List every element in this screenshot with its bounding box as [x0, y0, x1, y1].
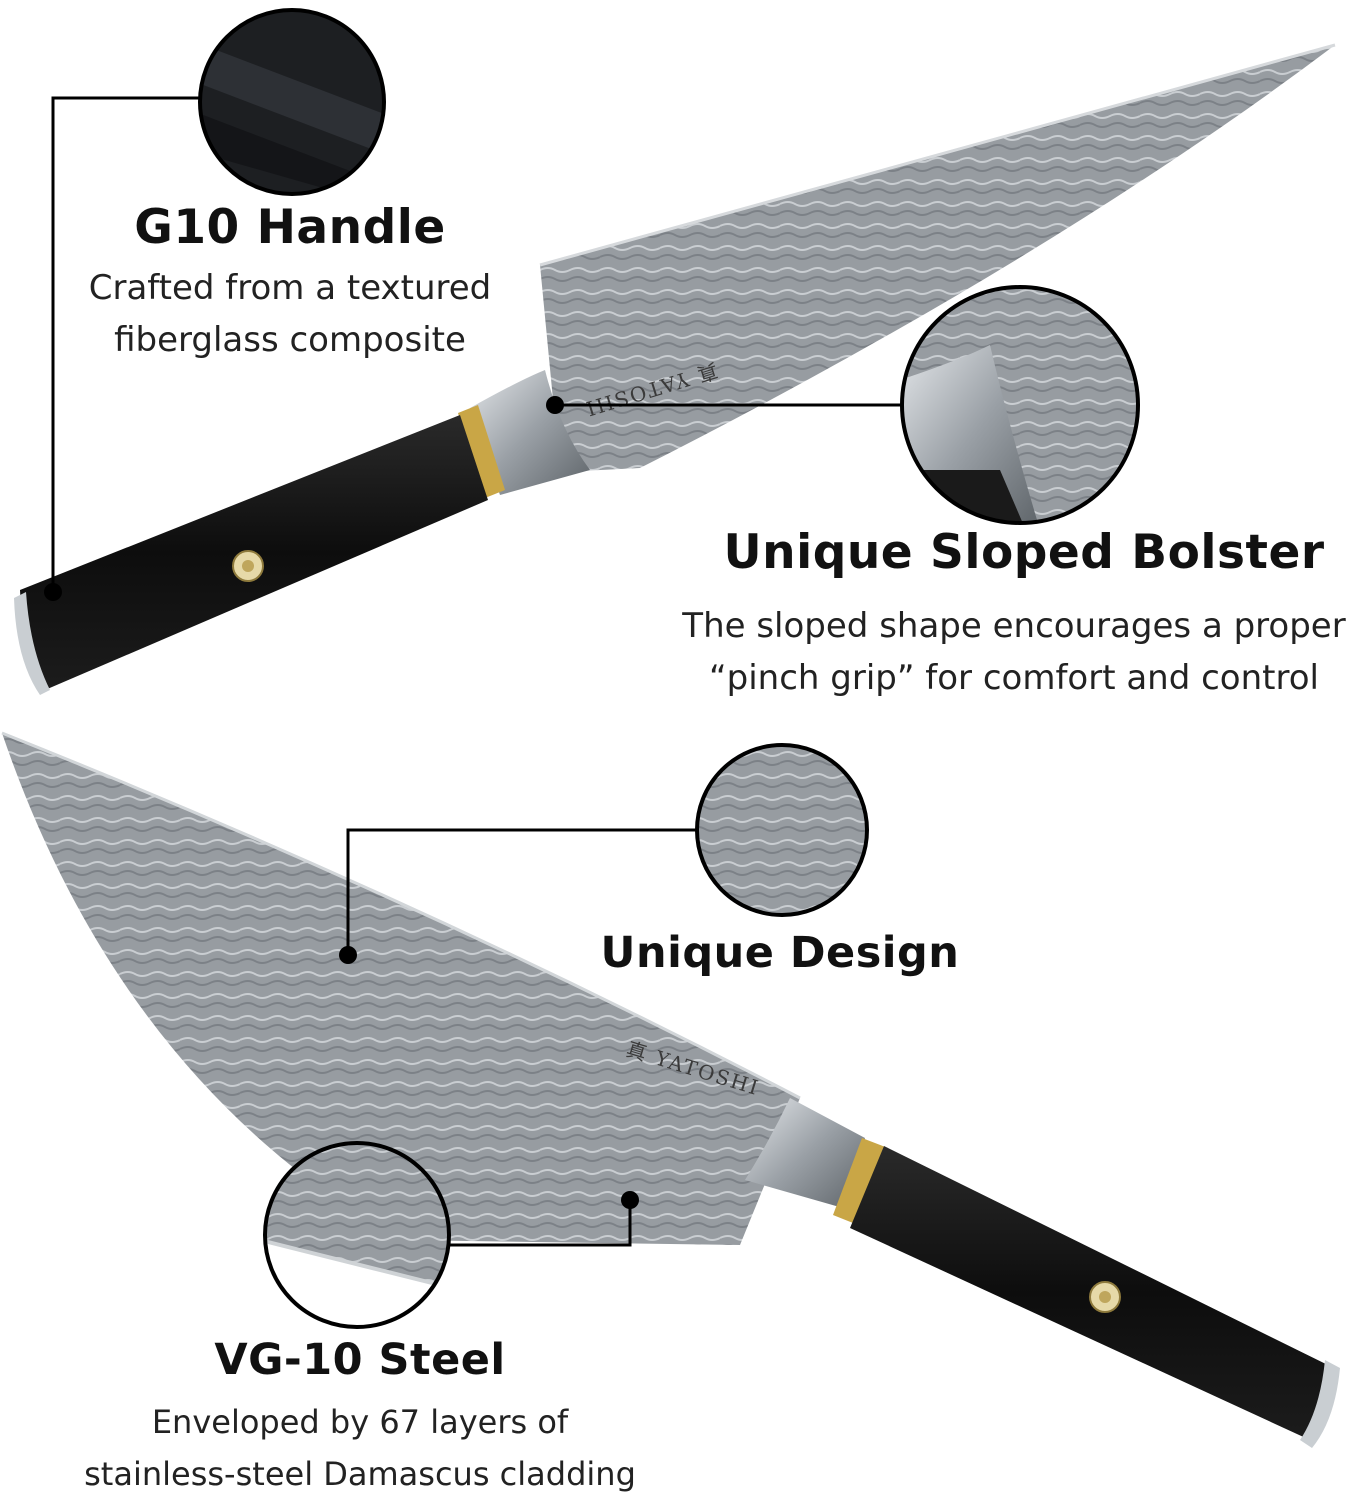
g10-callout-dot: [44, 583, 62, 601]
sloped-bolster-description-line: The sloped shape encourages a proper: [682, 606, 1346, 646]
top-knife-blade: [540, 45, 1335, 472]
bottom-knife-blade: [2, 733, 800, 1245]
vg10-steel-zoom-icon: [263, 1141, 451, 1329]
unique-design-title: Unique Design: [600, 928, 960, 978]
g10-handle-zoom-icon: [198, 8, 386, 196]
vg10-steel-title: VG-10 Steel: [214, 1335, 506, 1385]
sloped-bolster-title: Unique Sloped Bolster: [723, 525, 1325, 580]
top-knife-bolster: [470, 370, 590, 495]
g10-handle-title: G10 Handle: [134, 200, 446, 255]
top-knife-end-cap: [14, 592, 50, 695]
top-knife: 真 YATOSHI: [14, 43, 1336, 695]
top-knife-brass-ring: [458, 405, 505, 498]
damascus-pattern-zoom-icon: [695, 743, 869, 917]
g10-handle-description-line: fiberglass composite: [114, 320, 466, 360]
callout-dots: [44, 396, 639, 1209]
top-knife-spine-highlight: [539, 43, 1336, 267]
bottom-knife-end-cap: [1300, 1360, 1340, 1448]
g10-handle-description: Crafted from a textured fiberglass compo…: [0, 262, 580, 366]
g10-handle-description-line: Crafted from a textured: [88, 268, 492, 308]
bottom-knife: 真 YATOSHI: [1, 731, 1340, 1448]
vg10-steel-description: Enveloped by 67 layers of stainless-stee…: [20, 1396, 700, 1500]
sloped-bolster-description: The sloped shape encourages a proper “pi…: [660, 600, 1368, 704]
bolster-callout-dot: [546, 396, 564, 414]
bottom-knife-bolster: [745, 1098, 865, 1210]
vg10-steel-description-line: stainless-steel Damascus cladding: [84, 1455, 636, 1493]
sloped-bolster-description-line: “pinch grip” for comfort and control: [709, 658, 1319, 698]
vg10-steel-description-line: Enveloped by 67 layers of: [151, 1403, 569, 1441]
steel-callout-line: [450, 1200, 632, 1247]
steel-callout-dot: [621, 1191, 639, 1209]
bottom-knife-spine-highlight: [1, 731, 801, 1100]
g10-callout-line: [51, 96, 200, 592]
design-callout-line: [346, 828, 697, 955]
bottom-knife-brass-ring: [833, 1138, 888, 1225]
callout-lines: [51, 96, 903, 1247]
sloped-bolster-zoom-icon: [900, 285, 1140, 525]
design-callout-dot: [339, 946, 357, 964]
